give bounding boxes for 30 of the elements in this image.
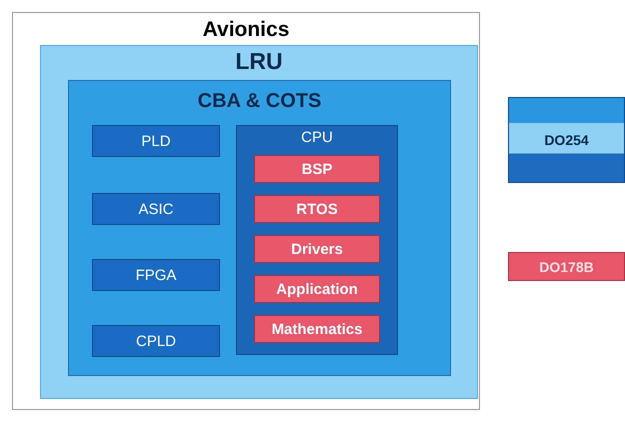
box-label: DO178B	[539, 260, 594, 274]
container-box	[40, 45, 478, 399]
standard-box	[508, 252, 625, 281]
component-box	[254, 235, 380, 263]
box-label: CPU	[301, 130, 333, 145]
box-label: CBA & COTS	[198, 91, 322, 111]
box-label: LRU	[235, 50, 283, 73]
component-box	[92, 325, 220, 357]
box-label: ASIC	[138, 202, 174, 216]
box-label: RTOS	[296, 202, 338, 216]
component-box	[254, 195, 380, 223]
box-label: Drivers	[291, 242, 343, 256]
box-label: BSP	[302, 162, 332, 176]
box-label: PLD	[141, 134, 171, 148]
container-box	[236, 125, 398, 355]
component-box	[92, 125, 220, 157]
component-box	[254, 275, 380, 303]
box-label: Avionics	[202, 19, 290, 40]
container-box	[68, 80, 451, 376]
component-box	[254, 315, 380, 343]
box-label: Mathematics	[272, 322, 362, 336]
box-label: FPGA	[136, 268, 176, 282]
component-box	[92, 193, 220, 225]
component-box	[92, 259, 220, 291]
component-box	[254, 155, 380, 183]
box-label: Application	[276, 282, 358, 296]
outer-box	[12, 12, 480, 410]
standard-band-box	[508, 97, 625, 183]
box-label: DO254	[544, 133, 589, 147]
box-label: CPLD	[136, 334, 176, 348]
